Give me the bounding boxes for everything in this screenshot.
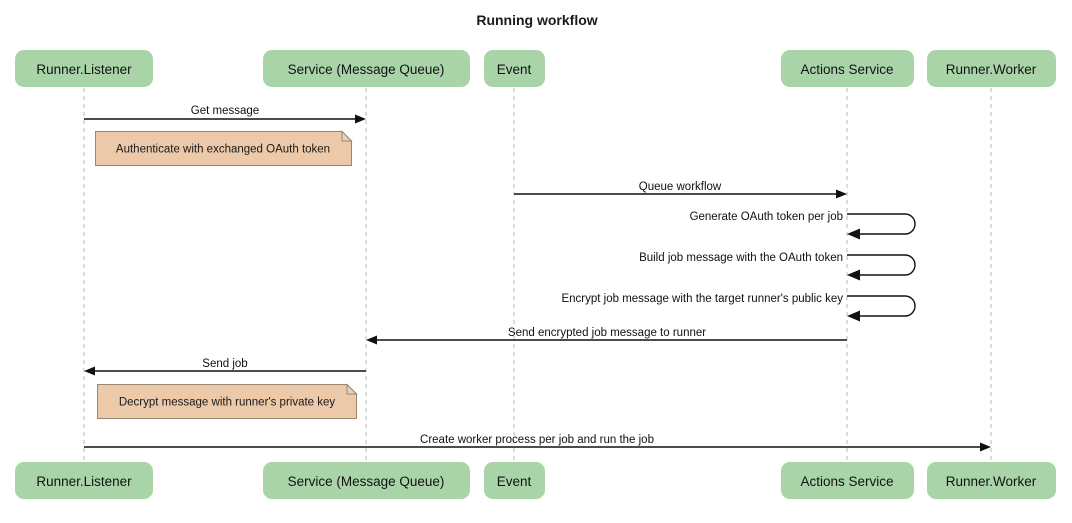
actor-bottom-runner-worker[interactable]: Runner.Worker <box>927 462 1056 499</box>
arrowhead-right-icon <box>980 442 991 452</box>
actor-box <box>15 50 153 87</box>
message-label: Get message <box>191 105 259 117</box>
note-label: Authenticate with exchanged OAuth token <box>116 144 330 156</box>
actor-bottom-event[interactable]: Event <box>484 462 545 499</box>
arrowhead-left-icon <box>847 310 860 322</box>
page-title: Running workflow <box>476 12 597 28</box>
self-loop-path <box>847 254 916 276</box>
actor-label: Runner.Worker <box>946 474 1037 489</box>
message-send-encrypted[interactable]: Send encrypted job message to runner <box>366 327 847 345</box>
message-label: Create worker process per job and run th… <box>420 434 654 446</box>
actor-bottom-actions-service[interactable]: Actions Service <box>781 462 914 499</box>
actor-label: Service (Message Queue) <box>288 474 445 489</box>
actor-bottom-runner-listener[interactable]: Runner.Listener <box>15 462 153 499</box>
actor-bottom-service-mq[interactable]: Service (Message Queue) <box>263 462 470 499</box>
message-build-job-message[interactable]: Build job message with the OAuth token <box>639 252 916 281</box>
arrowhead-left-icon <box>847 228 860 240</box>
message-label: Send encrypted job message to runner <box>508 327 706 339</box>
actor-top-actions-service[interactable]: Actions Service <box>781 50 914 87</box>
self-loop-path <box>847 295 916 317</box>
message-send-job[interactable]: Send job <box>84 358 366 376</box>
message-encrypt-job[interactable]: Encrypt job message with the target runn… <box>561 293 916 322</box>
arrowhead-left-icon <box>84 366 95 376</box>
message-label: Encrypt job message with the target runn… <box>561 293 843 305</box>
message-label: Queue workflow <box>639 181 722 193</box>
message-label: Generate OAuth token per job <box>690 211 843 223</box>
arrowhead-left-icon <box>847 269 860 281</box>
message-get-message[interactable]: Get message <box>84 105 366 124</box>
actor-label: Runner.Listener <box>36 474 132 489</box>
message-queue-workflow[interactable]: Queue workflow <box>514 181 847 199</box>
actor-label: Runner.Worker <box>946 62 1037 77</box>
actor-box <box>927 50 1056 87</box>
actor-label: Actions Service <box>800 474 893 489</box>
arrowhead-left-icon <box>366 335 377 345</box>
note-fold-corner-icon <box>346 383 358 395</box>
note-decrypt[interactable]: Decrypt message with runner's private ke… <box>97 383 358 419</box>
message-create-worker[interactable]: Create worker process per job and run th… <box>84 434 991 452</box>
actor-top-runner-listener[interactable]: Runner.Listener <box>15 50 153 87</box>
actor-box <box>927 462 1056 499</box>
note-fold-corner-icon <box>341 130 353 142</box>
actor-box <box>484 50 545 87</box>
actor-box <box>484 462 545 499</box>
message-generate-token[interactable]: Generate OAuth token per job <box>690 211 916 240</box>
actor-box <box>263 462 470 499</box>
actor-top-event[interactable]: Event <box>484 50 545 87</box>
arrowhead-right-icon <box>836 189 847 199</box>
actors-top-group: Runner.Listener Service (Message Queue) … <box>15 50 1056 87</box>
message-label: Build job message with the OAuth token <box>639 252 843 264</box>
actors-bottom-group: Runner.Listener Service (Message Queue) … <box>15 462 1056 499</box>
actor-label: Event <box>497 62 532 77</box>
actor-box <box>263 50 470 87</box>
message-label: Send job <box>202 358 247 370</box>
actor-top-service-mq[interactable]: Service (Message Queue) <box>263 50 470 87</box>
arrowhead-right-icon <box>355 114 366 124</box>
note-body <box>95 131 352 166</box>
actor-box <box>781 462 914 499</box>
actor-top-runner-worker[interactable]: Runner.Worker <box>927 50 1056 87</box>
actor-box <box>781 50 914 87</box>
actor-label: Actions Service <box>800 62 893 77</box>
note-label: Decrypt message with runner's private ke… <box>119 397 336 409</box>
actor-box <box>15 462 153 499</box>
self-loop-path <box>847 213 916 235</box>
actor-label: Service (Message Queue) <box>288 62 445 77</box>
note-body <box>97 384 357 419</box>
actor-label: Runner.Listener <box>36 62 132 77</box>
actor-label: Event <box>497 474 532 489</box>
note-authenticate[interactable]: Authenticate with exchanged OAuth token <box>95 130 353 166</box>
